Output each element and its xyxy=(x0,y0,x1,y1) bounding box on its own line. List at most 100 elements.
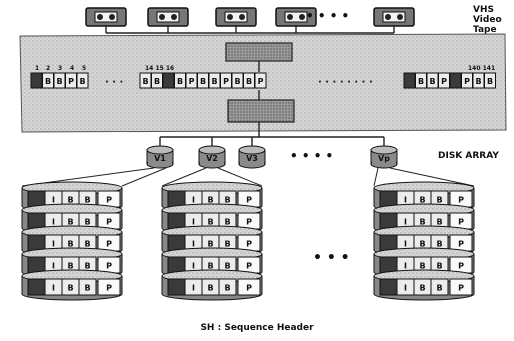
disk-cell-label-1-5-3: B xyxy=(67,284,73,293)
disk-cell-label-2-1-4: B xyxy=(224,196,230,205)
disk-cell-3-5-4 xyxy=(430,278,449,296)
disk-cell-label-1-4-5: P xyxy=(106,262,112,271)
disk-cell-label-3-2-4: B xyxy=(436,218,442,227)
disk-cell-label-3-2-3: B xyxy=(419,218,425,227)
disk-cell-label-1-2-4: B xyxy=(84,218,90,227)
disk-cell-label-3-5-4: B xyxy=(436,284,442,293)
disk-cell-label-3-1-4: B xyxy=(436,196,442,205)
volume-bus xyxy=(159,122,385,146)
stream-start-cell-1 xyxy=(30,72,43,89)
stream-mid-cell-label-1: B xyxy=(142,77,148,86)
disk-cell-label-2-4-2: I xyxy=(192,262,195,271)
disk-cell-label-1-3-5: P xyxy=(106,240,112,249)
disk-cell-label-1-1-4: B xyxy=(84,196,90,205)
disk-cell-label-3-5-3: B xyxy=(419,284,425,293)
stream-ellipsis-short: · · · xyxy=(105,77,123,88)
disk-cell-label-1-1-2: I xyxy=(52,196,55,205)
vhs-tape-icon-5 xyxy=(373,7,415,27)
stream-mid-cell-3 xyxy=(162,72,175,89)
disk-cell-label-2-3-5: P xyxy=(246,240,252,249)
disk-volume-icon-3: V3 xyxy=(238,145,266,169)
disk-cell-label-3-1-3: B xyxy=(419,196,425,205)
stream-mid-cell-1: B xyxy=(139,72,152,89)
disk-cell-label-2-5-4: B xyxy=(224,284,230,293)
disk-cell-label-3-4-3: B xyxy=(419,262,425,271)
disk-cell-label-1-5-5: P xyxy=(106,284,112,293)
stream-end-cell-5 xyxy=(449,72,462,89)
disk-cell-label-3-4-4: B xyxy=(436,262,442,271)
decoder-box xyxy=(225,42,293,62)
stream-end-cell-label-8: B xyxy=(487,77,493,86)
disk-cell-3-5-5 xyxy=(449,278,473,296)
disk-cell-2-2-1 xyxy=(167,212,186,230)
disk-cell-2-5-1 xyxy=(167,278,186,296)
disk-cell-label-1-4-4: B xyxy=(84,262,90,271)
stream-end-cell-4: P xyxy=(438,72,450,89)
vhs-label-line-3: Tape xyxy=(473,25,497,35)
tape-ellipsis: • • • • xyxy=(306,9,349,23)
disk-cell-1-4-1 xyxy=(27,256,46,274)
disk-cell-label-1-5-4: B xyxy=(84,284,90,293)
disk-cell-label-1-2-2: I xyxy=(52,218,55,227)
stream-end-cell-1 xyxy=(403,72,416,89)
disk-cell-3-4-1 xyxy=(379,256,398,274)
stream-mid-cell-10: B xyxy=(243,72,255,89)
disk-cell-label-1-3-3: B xyxy=(67,240,73,249)
disk-cell-label-3-1-2: I xyxy=(404,196,407,205)
disk-volume-icon-2: V2 xyxy=(198,145,226,169)
disk-cell-2-3-1 xyxy=(167,234,186,252)
stream-mid-cell-6: B xyxy=(197,72,209,89)
disk-cell-2-5-4 xyxy=(218,278,237,296)
disk-cell-label-1-3-4: B xyxy=(84,240,90,249)
vhs-tape-icon-4 xyxy=(275,7,317,27)
vhs-label-line-2: Video xyxy=(473,15,502,25)
stream-start-cell-5: B xyxy=(76,72,89,89)
stream-mid-cell-label-2: B xyxy=(154,77,160,86)
vhs-tape-icon-2 xyxy=(147,7,189,27)
disk-cell-1-1-1 xyxy=(27,190,46,208)
vhs-label-line-1: VHS xyxy=(473,5,494,15)
stream-index-end: 140 141 xyxy=(468,65,495,72)
stream-end-cell-label-6: P xyxy=(464,77,470,86)
stream-mid-cell-9: B xyxy=(231,72,244,89)
disk-cell-label-3-3-5: P xyxy=(458,240,464,249)
vhs-tape-icon-3 xyxy=(215,7,257,27)
disk-volume-icon-1: V1 xyxy=(146,145,174,169)
disk-cell-1-2-1 xyxy=(27,212,46,230)
disk-volume-row: V1 V2 V3 Vp xyxy=(146,145,398,169)
stream-start-cell-label-2: B xyxy=(45,77,51,86)
stream-mid-cell-label-5: P xyxy=(189,77,195,86)
stream-end-cell-7: B xyxy=(472,72,485,89)
disk-cell-label-2-2-3: B xyxy=(207,218,213,227)
stream-index-start-1: 1 xyxy=(35,65,39,72)
stream-mid-cell-7: B xyxy=(208,72,221,89)
disk-cell-label-1-1-3: B xyxy=(67,196,73,205)
disk-cell-label-3-3-2: I xyxy=(404,240,407,249)
disk-cell-label-1-1-5: P xyxy=(106,196,112,205)
disk-cell-label-2-5-5: P xyxy=(246,284,252,293)
stream-start-cell-3: B xyxy=(53,72,66,89)
disk-cell-2-4-1 xyxy=(167,256,186,274)
disk-cell-label-3-2-5: P xyxy=(458,218,464,227)
disk-cell-label-1-3-2: I xyxy=(52,240,55,249)
disk-cell-label-2-1-5: P xyxy=(246,196,252,205)
disk-array-label: DISK ARRAY xyxy=(438,151,499,161)
disk-cell-label-3-2-2: I xyxy=(404,218,407,227)
stream-end-cell-label-3: B xyxy=(429,77,435,86)
disk-cell-label-2-2-2: I xyxy=(192,218,195,227)
stream-index-start-2: 2 xyxy=(46,65,50,72)
disk-cell-label-3-4-5: P xyxy=(458,262,464,271)
tape-bus xyxy=(105,26,395,34)
disk-volume-icon-4: Vp xyxy=(370,145,398,169)
stream-end-cell-8: B xyxy=(484,72,496,89)
stream-mid-cell-label-4: B xyxy=(177,77,183,86)
vhs-tape-icon-1 xyxy=(85,7,127,27)
stream-end-cell-label-4: P xyxy=(441,77,447,86)
disk-cell-label-2-3-2: I xyxy=(192,240,195,249)
